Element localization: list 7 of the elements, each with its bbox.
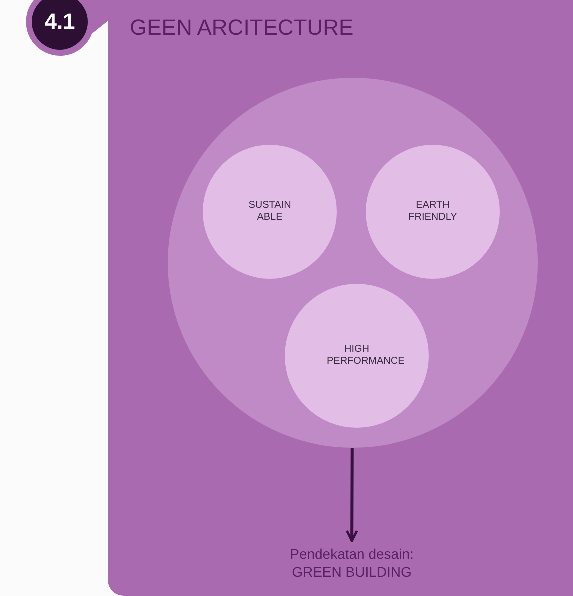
result-text: Pendekatan desain: GREEN BUILDING [289, 545, 415, 582]
concept-circle: HIGH PERFORMANCE [285, 284, 429, 428]
section-title: GEEN ARCITECTURE [130, 15, 354, 41]
concept-circle: EARTH FRIENDLY [366, 145, 500, 279]
concept-circle: SUSTAIN ABLE [203, 145, 337, 279]
section-panel [108, 0, 573, 596]
arrow [346, 448, 358, 542]
